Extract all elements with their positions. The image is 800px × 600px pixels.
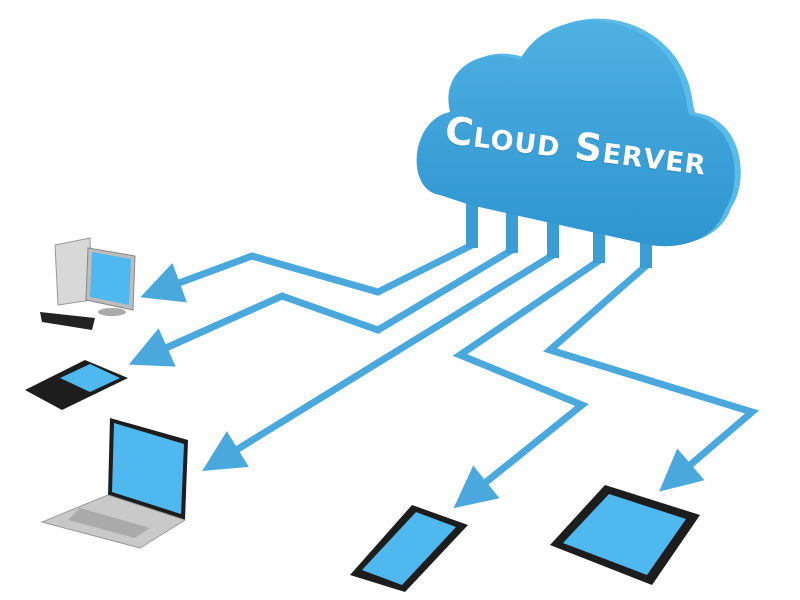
tablet-icon [550, 485, 700, 585]
arrow-to-tablet [542, 262, 760, 492]
smartphone-icon [350, 505, 468, 592]
laptop-icon [40, 418, 188, 549]
cloud-icon [416, 18, 741, 247]
arrow-to-desktop [140, 241, 474, 303]
arrow-to-smartphone [452, 257, 602, 509]
desktop-computer-icon [40, 237, 136, 330]
blackberry-phone-icon [25, 360, 128, 410]
arrow-to-laptop [202, 252, 555, 472]
arrow-to-blackberry [128, 246, 514, 367]
